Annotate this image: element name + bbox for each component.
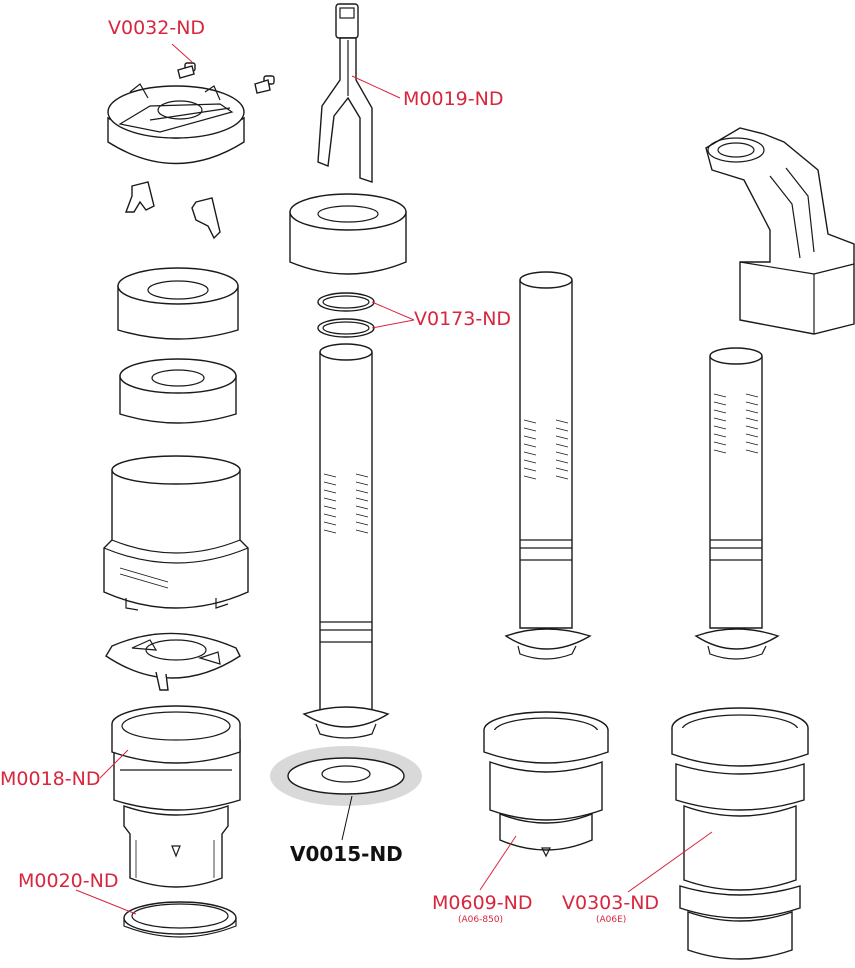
housing bbox=[103, 455, 249, 611]
overflow-elbow bbox=[705, 127, 855, 335]
tube-medium bbox=[504, 271, 592, 660]
label-m0020: M0020-ND bbox=[18, 870, 119, 892]
bracket-right bbox=[191, 197, 221, 240]
m0018-body bbox=[111, 705, 241, 888]
top-cap bbox=[107, 83, 245, 165]
fork-m0019 bbox=[317, 3, 373, 183]
ring-lower bbox=[119, 358, 237, 424]
leader-m0018 bbox=[99, 749, 129, 779]
leader-v0032 bbox=[171, 43, 193, 63]
leader-m0609 bbox=[479, 835, 517, 891]
m0020-ring bbox=[123, 901, 237, 938]
leader-v0303 bbox=[627, 831, 713, 893]
label-m0609-sub: (A06-850) bbox=[458, 915, 504, 925]
leader-m0019 bbox=[351, 75, 401, 99]
label-v0173: V0173-ND bbox=[414, 308, 512, 330]
bracket-left bbox=[124, 181, 155, 213]
label-v0015: V0015-ND bbox=[290, 842, 403, 866]
ring-upper bbox=[117, 267, 239, 340]
label-v0303: V0303-ND bbox=[562, 892, 660, 914]
float-cap bbox=[289, 193, 407, 275]
o-ring-lower bbox=[317, 318, 375, 338]
label-m0609: M0609-ND bbox=[432, 892, 533, 914]
tube-short bbox=[694, 347, 780, 660]
label-v0303-sub: (A06E) bbox=[596, 915, 627, 925]
m0609-body bbox=[483, 711, 609, 858]
label-m0019: M0019-ND bbox=[403, 88, 504, 110]
label-v0032: V0032-ND bbox=[108, 17, 206, 39]
washer-v0015 bbox=[270, 746, 422, 806]
o-ring-upper bbox=[317, 292, 375, 312]
leader-m0020 bbox=[75, 889, 137, 915]
tube-main bbox=[302, 343, 390, 739]
plate bbox=[105, 632, 241, 691]
leader-v0015 bbox=[341, 795, 353, 841]
screw-left bbox=[177, 62, 196, 79]
label-m0018: M0018-ND bbox=[0, 768, 101, 790]
v0303-body bbox=[671, 707, 809, 960]
screw-right bbox=[254, 75, 275, 94]
leader-v0173 bbox=[371, 301, 415, 329]
